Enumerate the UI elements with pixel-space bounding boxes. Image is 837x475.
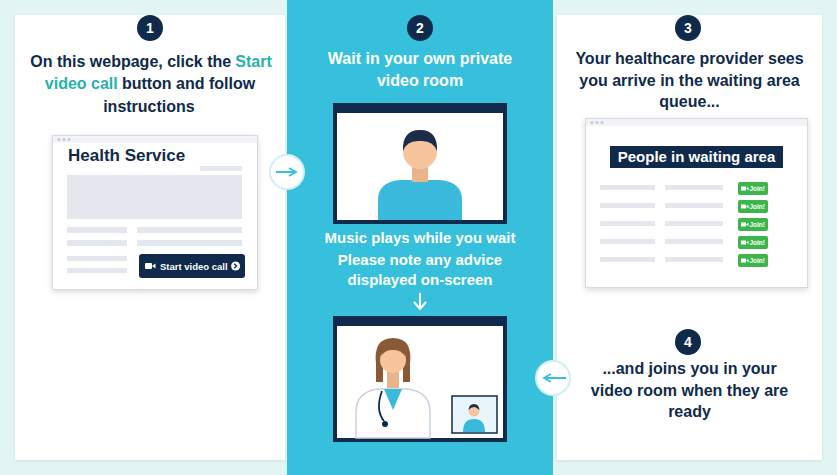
note-text: Music plays while you wait [295, 228, 545, 248]
number-text: 4 [684, 334, 692, 350]
join-button: Join! [738, 182, 768, 195]
step-panel: Wait in your own private video roomMusic… [287, 0, 553, 475]
button-text: Join! [749, 239, 765, 246]
list-header: People in waiting area [610, 146, 784, 168]
step-panel: Your healthcare provider sees you arrive… [557, 15, 822, 460]
waiting-area-window: People in waiting areaJoin! Join! Join! Joi… [585, 118, 808, 288]
number-text: 3 [684, 20, 692, 36]
button-text: Join! [749, 185, 765, 192]
step-text-block: On this webpage, click theStart video ca… [25, 51, 275, 118]
step-text: button and follow instructions [103, 75, 255, 114]
step-number: 1 [137, 15, 163, 41]
note-text: Please note any advice displayed on-scre… [317, 250, 523, 291]
button-text: Join! [749, 203, 765, 210]
button-text: Join! [749, 257, 765, 264]
step-text: Wait in your own private video room [320, 48, 520, 91]
step-panel: On this webpage, click theStart video ca… [15, 15, 285, 460]
browser-window: Health ServiceStart video call [52, 135, 258, 290]
join-button: Join! [738, 254, 768, 267]
step-number: 4 [675, 329, 701, 355]
step-text: On this webpage, click the [30, 53, 231, 70]
number-text: 2 [416, 20, 424, 36]
button-text: Join! [749, 221, 765, 228]
join-button: Join! [738, 236, 768, 249]
step-text: ...and joins you in your video room when… [582, 358, 797, 423]
join-button: Join! [738, 218, 768, 231]
join-button: Join! [738, 200, 768, 213]
step-number: 2 [407, 15, 433, 41]
number-text: 1 [146, 20, 154, 36]
button-text: Start video call [160, 261, 228, 272]
step-text: Your healthcare provider sees you arrive… [569, 48, 810, 113]
step-number: 3 [675, 15, 701, 41]
site-title: Health Service [68, 145, 185, 168]
call-button: Start video call [139, 254, 245, 278]
